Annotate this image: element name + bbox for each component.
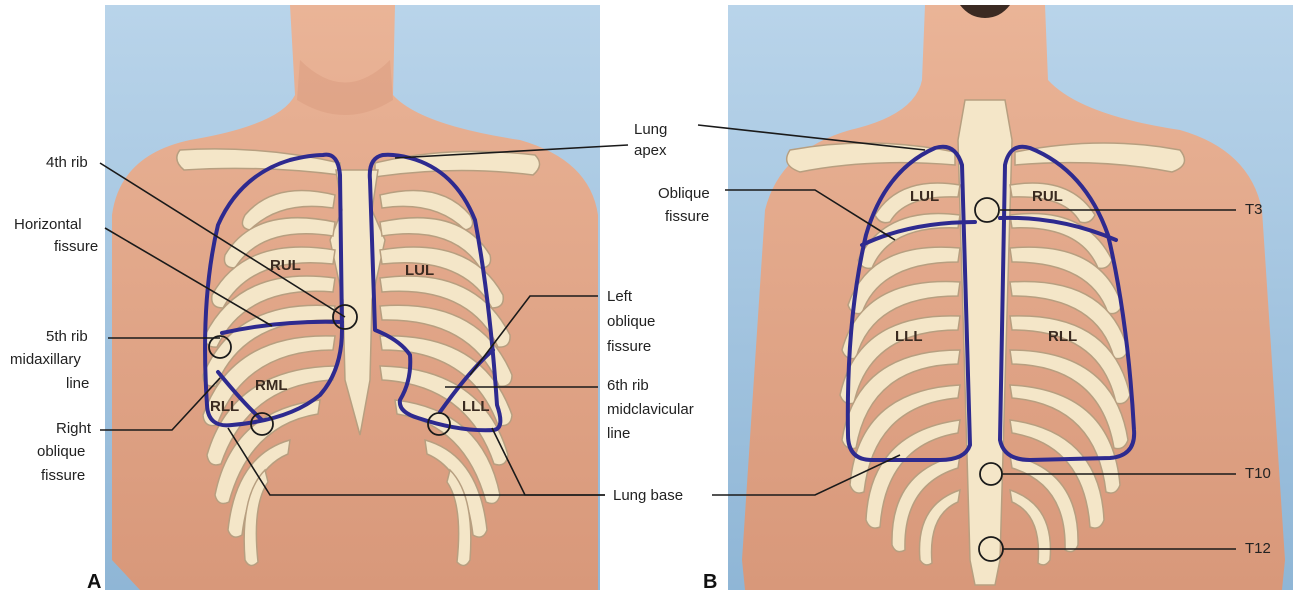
lobe-label-rml-a: RML: [255, 377, 288, 394]
label-sixth-rib-1: 6th rib: [607, 377, 649, 394]
label-right-oblique-3: fissure: [41, 467, 85, 484]
label-t10: T10: [1245, 465, 1271, 482]
lobe-label-lul-a: LUL: [405, 262, 434, 279]
label-left-oblique-2: oblique: [607, 313, 655, 330]
lobe-label-rul-b: RUL: [1032, 188, 1063, 205]
label-sixth-rib-3: line: [607, 425, 630, 442]
label-fifth-rib-2: midaxillary: [10, 351, 81, 368]
label-right-oblique-1: Right: [56, 420, 92, 437]
label-lung-apex-2: apex: [634, 142, 667, 159]
label-left-oblique-3: fissure: [607, 338, 651, 355]
label-lung-base: Lung base: [613, 487, 683, 504]
label-fourth-rib: 4th rib: [46, 154, 88, 171]
lobe-label-lll-b: LLL: [895, 328, 923, 345]
label-lung-apex-1: Lung: [634, 121, 667, 138]
panel-anterior: RUL LUL RML RLL LLL 4th rib Horizontal f…: [10, 5, 694, 593]
label-left-oblique-1: Left: [607, 288, 633, 305]
label-sixth-rib-2: midclavicular: [607, 401, 694, 418]
label-fifth-rib-1: 5th rib: [46, 328, 88, 345]
lobe-label-lul-b: LUL: [910, 188, 939, 205]
lobe-label-rll-b: RLL: [1048, 328, 1077, 345]
label-t12: T12: [1245, 540, 1271, 557]
label-oblique-fissure-1: Oblique: [658, 185, 710, 202]
panel-letter-a: A: [87, 571, 101, 593]
label-oblique-fissure-2: fissure: [665, 208, 709, 225]
lobe-label-rul-a: RUL: [270, 257, 301, 274]
label-right-oblique-2: oblique: [37, 443, 85, 460]
label-fifth-rib-3: line: [66, 375, 89, 392]
label-horizontal-fissure-2: fissure: [54, 238, 98, 255]
label-t3: T3: [1245, 201, 1263, 218]
panel-letter-b: B: [703, 571, 717, 593]
label-horizontal-fissure-1: Horizontal: [14, 216, 82, 233]
lobe-label-lll-a: LLL: [462, 398, 490, 415]
lobe-label-rll-a: RLL: [210, 398, 239, 415]
panel-posterior: LUL RUL LLL RLL Oblique fissure T3 T10 T…: [658, 5, 1293, 593]
